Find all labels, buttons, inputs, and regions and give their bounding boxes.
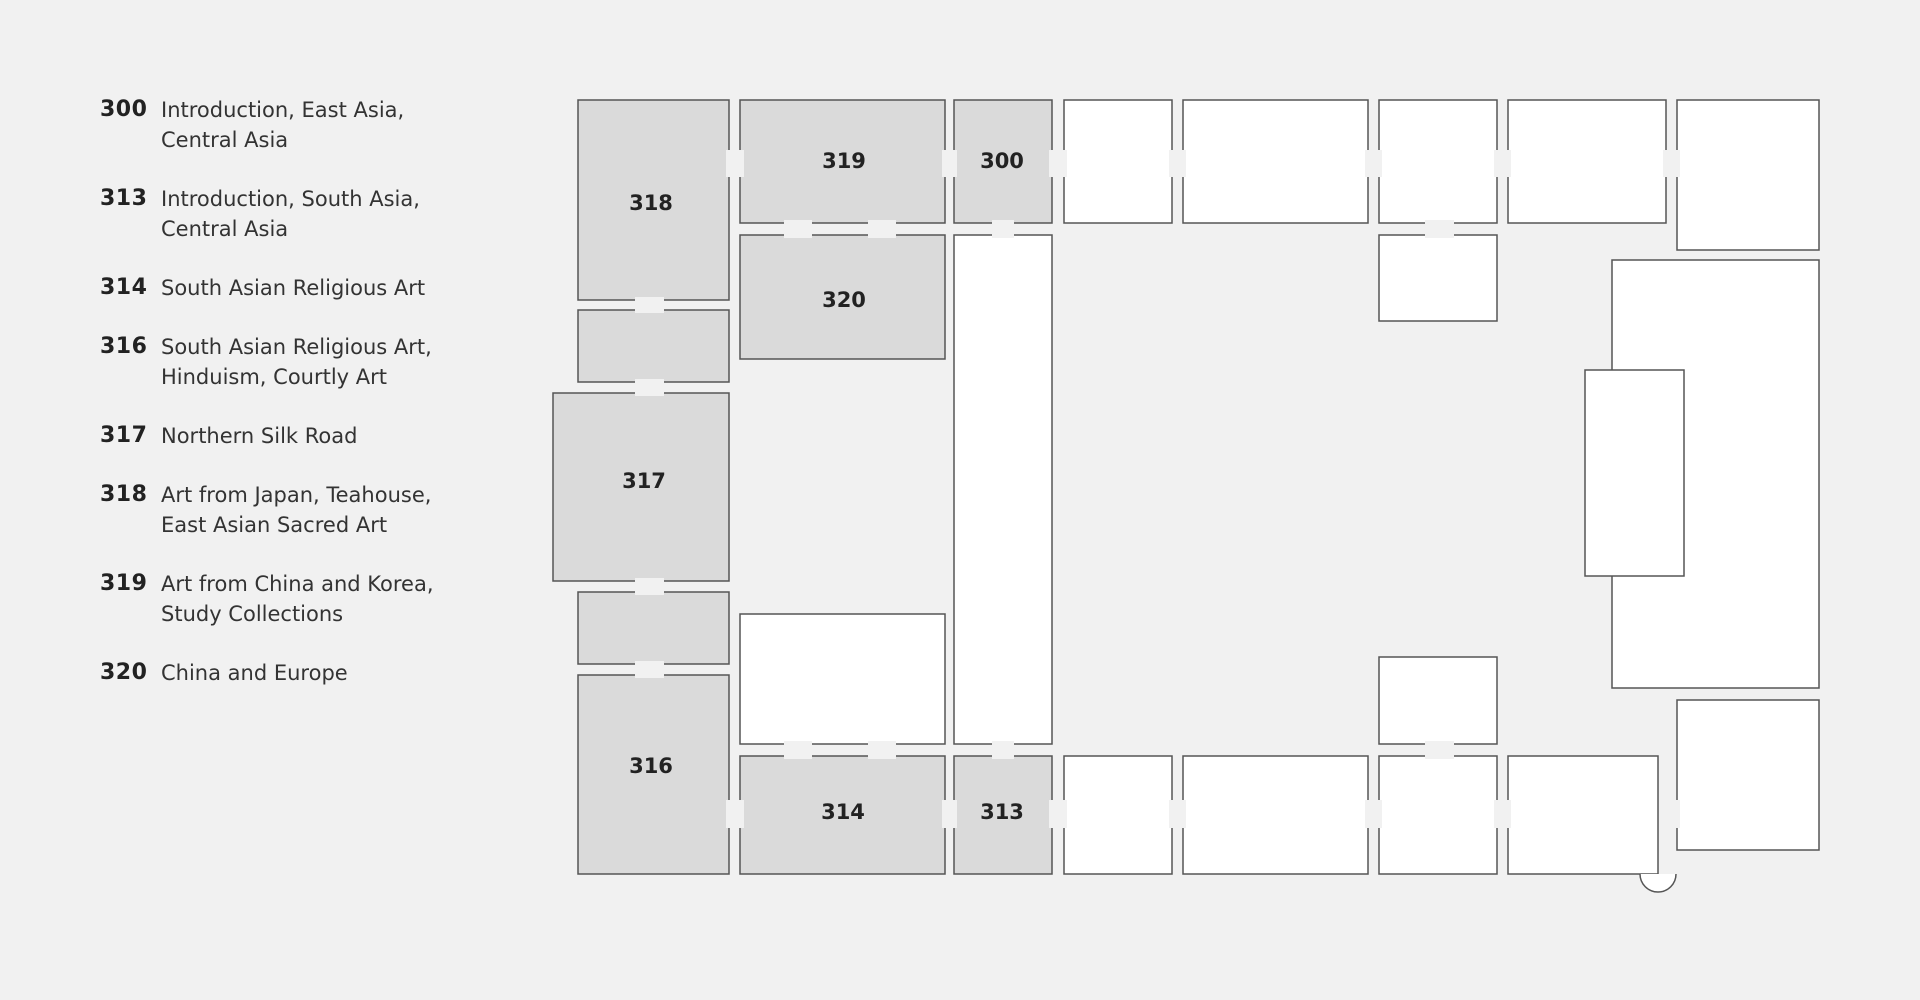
legend-number: 316	[100, 334, 148, 359]
room-central-hall	[953, 234, 1053, 745]
room-top-corner	[1676, 99, 1820, 251]
room-connector-upper	[577, 309, 730, 383]
legend-number: 319	[100, 571, 148, 596]
room-bottom-corner	[1676, 699, 1820, 851]
room-320[interactable]	[739, 234, 946, 360]
room-label-314: 314	[821, 800, 865, 824]
room-label-317: 317	[622, 469, 666, 493]
room-top-3	[1378, 99, 1498, 224]
room-label-320: 320	[822, 288, 866, 312]
legend-label: South Asian Religious Art, Hinduism, Cou…	[161, 335, 432, 389]
room-inner-lower	[1378, 656, 1498, 745]
room-314[interactable]	[739, 755, 946, 875]
room-313[interactable]	[953, 755, 1053, 875]
legend-number: 320	[100, 660, 148, 685]
room-legend: 300 Introduction, East Asia, Central Asi…	[0, 0, 520, 1000]
room-bottom-3	[1378, 755, 1498, 875]
legend-number: 313	[100, 186, 148, 211]
room-bottom-2	[1182, 755, 1369, 875]
room-connector-lower	[577, 591, 730, 665]
legend-label: Art from Japan, Teahouse, East Asian Sac…	[161, 483, 432, 537]
stair-turret	[1639, 873, 1677, 893]
legend-label: Art from China and Korea, Study Collecti…	[161, 572, 434, 626]
room-bottom-4	[1507, 755, 1659, 875]
room-label-313: 313	[980, 800, 1024, 824]
legend-number: 318	[100, 482, 148, 507]
room-300[interactable]	[953, 99, 1053, 224]
legend-label: South Asian Religious Art	[161, 276, 426, 300]
room-top-4	[1507, 99, 1667, 224]
room-317[interactable]	[552, 392, 730, 582]
room-top-2	[1182, 99, 1369, 224]
room-top-1	[1063, 99, 1173, 224]
room-inner-upper	[1378, 234, 1498, 322]
room-label-319: 319	[822, 149, 866, 173]
legend-number: 300	[100, 97, 148, 122]
room-318[interactable]	[577, 99, 730, 301]
room-319[interactable]	[739, 99, 946, 224]
room-label-316: 316	[629, 754, 673, 778]
legend-label: Introduction, East Asia, Central Asia	[161, 98, 405, 152]
legend-label: China and Europe	[161, 661, 348, 685]
room-white-lower-left	[739, 613, 946, 745]
legend-label: Introduction, South Asia, Central Asia	[161, 187, 420, 241]
doorways	[635, 150, 1680, 828]
room-label-318: 318	[629, 191, 673, 215]
room-right-inner	[1584, 369, 1685, 577]
legend-number: 317	[100, 423, 148, 448]
room-bottom-1	[1063, 755, 1173, 875]
legend-number: 314	[100, 275, 148, 300]
room-label-300: 300	[980, 149, 1024, 173]
legend-label: Northern Silk Road	[161, 424, 358, 448]
